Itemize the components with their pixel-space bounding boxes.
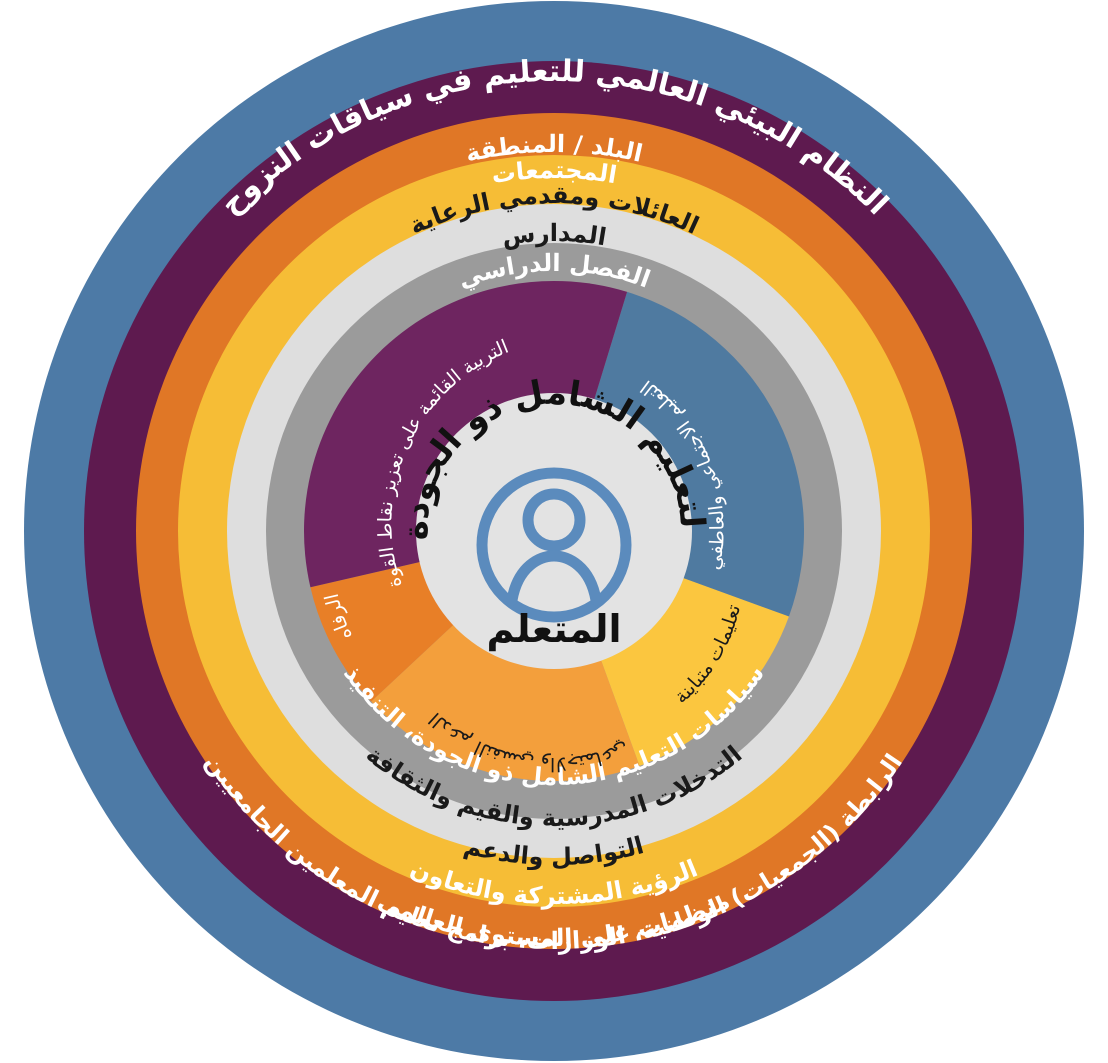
label-schools-top: المدارس (500, 219, 608, 251)
person-icon (476, 467, 632, 623)
center-circle (416, 393, 692, 669)
label-communities-top: المجتمعات (490, 156, 619, 189)
learner-label: المتعلم (486, 607, 621, 652)
